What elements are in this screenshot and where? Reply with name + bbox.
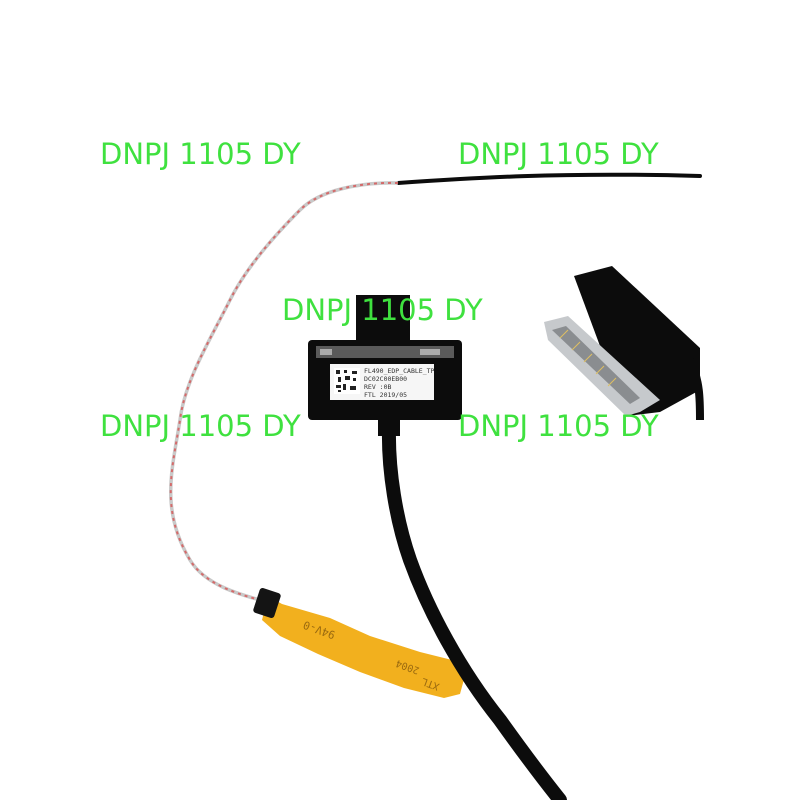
thin-black-cable: [396, 172, 702, 185]
watermark-mid-left: DNPJ 1105 DY: [100, 409, 301, 443]
watermark-top-left: DNPJ 1105 DY: [100, 137, 301, 171]
qr-code-icon: [334, 368, 360, 394]
watermark-top-right: DNPJ 1105 DY: [458, 137, 659, 171]
center-connector: FL490_EDP_CABLE_TP DC02C00EB00 REV :0B F…: [308, 295, 462, 436]
twisted-wire: [169, 181, 399, 604]
edp-connector: [544, 266, 704, 421]
cable-label-line-2: DC02C00EB00: [364, 375, 407, 383]
cable-label-line-4: FTL 2019/05: [364, 391, 407, 399]
cable-label-line-1: FL490_EDP_CABLE_TP: [364, 367, 435, 375]
cable-label-line-3: REV :0B: [364, 383, 391, 391]
watermark-mid-right: DNPJ 1105 DY: [458, 409, 659, 443]
flex-pcb: 94V-0 2004 XTL: [253, 588, 466, 698]
main-cable: [381, 421, 567, 800]
watermark-center: DNPJ 1105 DY: [282, 293, 483, 327]
